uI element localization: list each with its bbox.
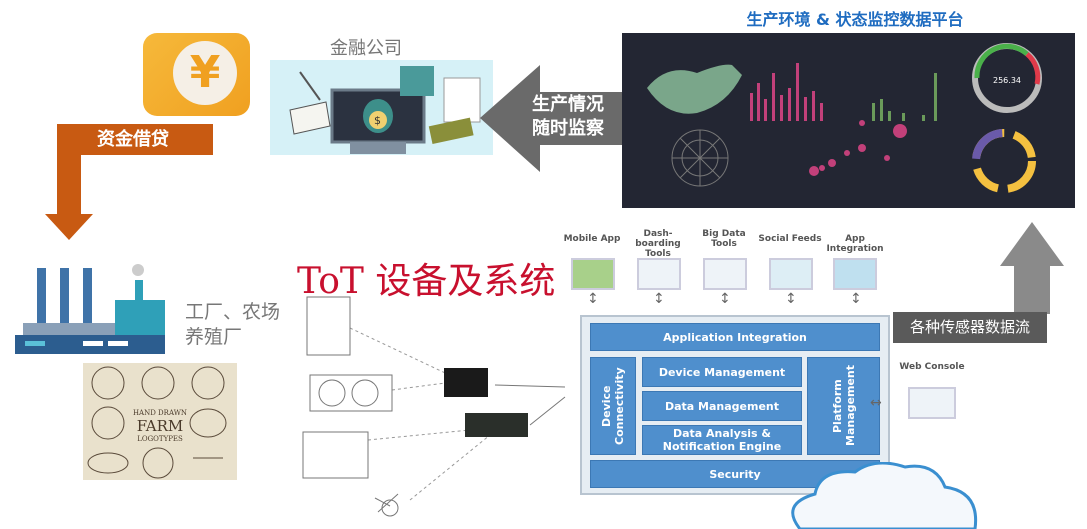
dashboard-gauge-icon (637, 258, 681, 290)
donut-chart (972, 129, 1036, 193)
monitor-arrow: 生产情况随时监察 (480, 65, 622, 172)
monitoring-dashboard: 256.34 (622, 33, 1075, 208)
web-console-label: Web Console (899, 362, 965, 372)
bidirectional-arrow-icon: ↕ (785, 291, 797, 307)
gateway-device-2 (465, 413, 528, 437)
china-map (647, 64, 742, 114)
gateway-device-1 (444, 368, 488, 397)
data-analysis-block: Data Analysis & Notification Engine (642, 425, 802, 455)
device-management-block: Device Management (642, 357, 802, 387)
vending-machine-icon (306, 296, 351, 356)
platform-management-block: Platform Management (807, 357, 880, 455)
radar-chart (671, 129, 729, 187)
app-integration-label: App Integration (826, 234, 884, 254)
dashboard-title: 生产环境 & 状态监控数据平台 (746, 10, 964, 29)
bidirectional-arrow-icon: ↕ (587, 291, 599, 307)
bar-chart-pink (750, 63, 823, 121)
sensor-data-label: 各种传感器数据流 (893, 312, 1047, 343)
scatter-chart (809, 120, 907, 176)
farm-logo-text-1: HAND DRAWN (132, 409, 188, 417)
finance-illustration: $ (270, 60, 493, 155)
factory-label: 工厂、农场养殖厂 (185, 300, 280, 350)
svg-text:$: $ (374, 114, 381, 127)
factory-icon (15, 258, 165, 358)
dashboard-tools-label: Dash-boarding Tools (635, 229, 681, 259)
bidirectional-arrow-icon: ↕ (850, 291, 862, 307)
yen-icon: ¥ (143, 33, 250, 116)
factory-label-line1: 工厂、农场 (185, 301, 281, 323)
bidirectional-arrow-icon: ↔ (870, 395, 882, 411)
bidirectional-arrow-icon: ↕ (653, 291, 665, 307)
monitor-label-line1: 生产情况 (532, 94, 604, 115)
mobile-app-label: Mobile App (563, 234, 621, 244)
door-icon (302, 431, 369, 479)
big-data-chart-icon (703, 258, 747, 290)
air-conditioner-icon (309, 374, 393, 412)
farm-logo-text-3: LOGOTYPES (137, 435, 183, 443)
bike-icon (381, 499, 399, 517)
factory-label-line2: 养殖厂 (185, 326, 243, 348)
iot-platform: Application Integration Device Connectiv… (580, 315, 890, 495)
device-connectivity-label: Device Connectivity (600, 367, 626, 445)
platform-management-label: Platform Management (830, 365, 857, 447)
sensor-data-arrow (1000, 222, 1064, 314)
device-connectivity-block: Device Connectivity (590, 357, 636, 455)
mobile-app-icon (571, 258, 615, 290)
gear-icon (833, 258, 877, 290)
monitor-label-line2: 随时监察 (532, 118, 604, 139)
bidirectional-arrow-icon: ↕ (719, 291, 731, 307)
tot-title: ToT 设备及系统 (297, 261, 556, 302)
gauge-value: 256.34 (993, 76, 1021, 85)
social-feeds-label: Social Feeds (758, 234, 822, 244)
social-chat-icon (769, 258, 813, 290)
big-data-tools-label: Big Data Tools (702, 229, 746, 249)
loan-arrow-head (45, 214, 93, 240)
application-integration-block: Application Integration (590, 323, 880, 351)
farm-logo-text-2: FARM (136, 417, 184, 435)
loan-label: 资金借贷 (57, 124, 213, 155)
cloud-icon (791, 462, 978, 529)
finance-company-label: 金融公司 (330, 38, 402, 59)
web-console-icon (908, 387, 956, 419)
farm-logos-image: HAND DRAWN FARM LOGOTYPES (83, 363, 237, 480)
device-connections (302, 296, 566, 517)
data-management-block: Data Management (642, 391, 802, 421)
bar-chart-green (872, 73, 937, 121)
